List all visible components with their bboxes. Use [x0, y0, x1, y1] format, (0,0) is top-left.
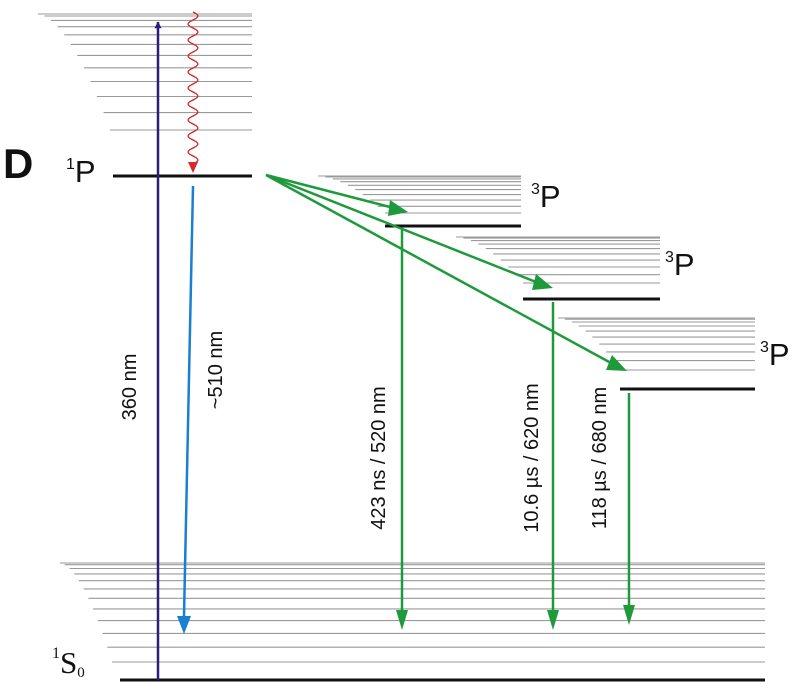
absorption-wavelength-label: 360 nm	[119, 354, 141, 421]
triplet-1-vibrational-levels	[318, 175, 521, 214]
ground-state-label: 1S0	[52, 645, 85, 681]
singlet-vibrational-levels	[38, 13, 252, 131]
triplet-3-label: 3P	[760, 337, 790, 372]
ground-vibrational-levels	[60, 562, 765, 663]
isc-arrow-2	[265, 173, 553, 290]
phosphorescence-2-label: 10.6 µs / 620 nm	[521, 383, 543, 532]
singlet-excited-label: 1P	[66, 154, 96, 189]
triplet-2-vibrational-levels	[456, 236, 660, 284]
phosphorescence-3-label: 118 µs / 680 nm	[589, 387, 611, 529]
triplet-1-label: 3P	[531, 179, 561, 214]
phosphorescence-arrow-2	[547, 302, 559, 630]
panel-label: D	[3, 140, 33, 187]
isc-arrow-1	[265, 173, 408, 216]
phosphorescence-arrow-1	[396, 230, 408, 630]
triplet-3-vibrational-levels	[558, 317, 755, 371]
fluorescence-arrow	[177, 185, 195, 634]
phosphorescence-arrow-3	[623, 393, 635, 625]
vibrational-relaxation-arrow	[187, 11, 199, 173]
isc-arrow-3	[265, 173, 627, 371]
fluorescence-wavelength-label: ~510 nm	[205, 331, 227, 409]
phosphorescence-1-label: 423 ns / 520 nm	[368, 386, 390, 529]
triplet-2-label: 3P	[665, 247, 695, 282]
